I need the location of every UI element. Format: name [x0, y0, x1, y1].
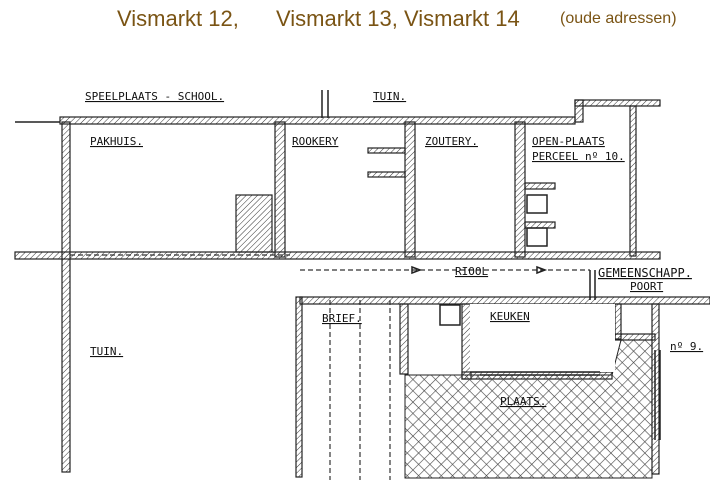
label-brief: BRIEF. [322, 312, 362, 325]
label-open-plaats: OPEN-PLAATS [532, 135, 605, 148]
label-gemeenschapp: GEMEENSCHAPP. [598, 266, 692, 280]
label-no9: nº 9. [670, 340, 703, 353]
label-tuin-top: TUIN. [373, 90, 406, 103]
label-speelplaats: SPEELPLAATS - SCHOOL. [85, 90, 224, 103]
label-pakhuis: PAKHUIS. [90, 135, 143, 148]
label-keuken: KEUKEN [490, 310, 530, 323]
label-riool: RIOOL [455, 265, 488, 278]
label-rookery: ROOKERY [292, 135, 339, 148]
kitchen-floor [470, 304, 615, 372]
title-vismarkt-12: Vismarkt 12, [117, 6, 239, 31]
title-note: (oude adressen) [560, 10, 677, 27]
windows-and-lines [70, 194, 661, 480]
label-zoutery: ZOUTERY. [425, 135, 478, 148]
label-poort: POORT [630, 280, 663, 293]
label-perceel: PERCEEL nº 10. [532, 150, 625, 163]
title-vismarkt-13-14: Vismarkt 13, Vismarkt 14 [276, 6, 520, 31]
courtyard-hatching [404, 339, 653, 479]
label-plaats: PLAATS. [500, 395, 546, 408]
label-tuin-bottom: TUIN. [90, 345, 123, 358]
